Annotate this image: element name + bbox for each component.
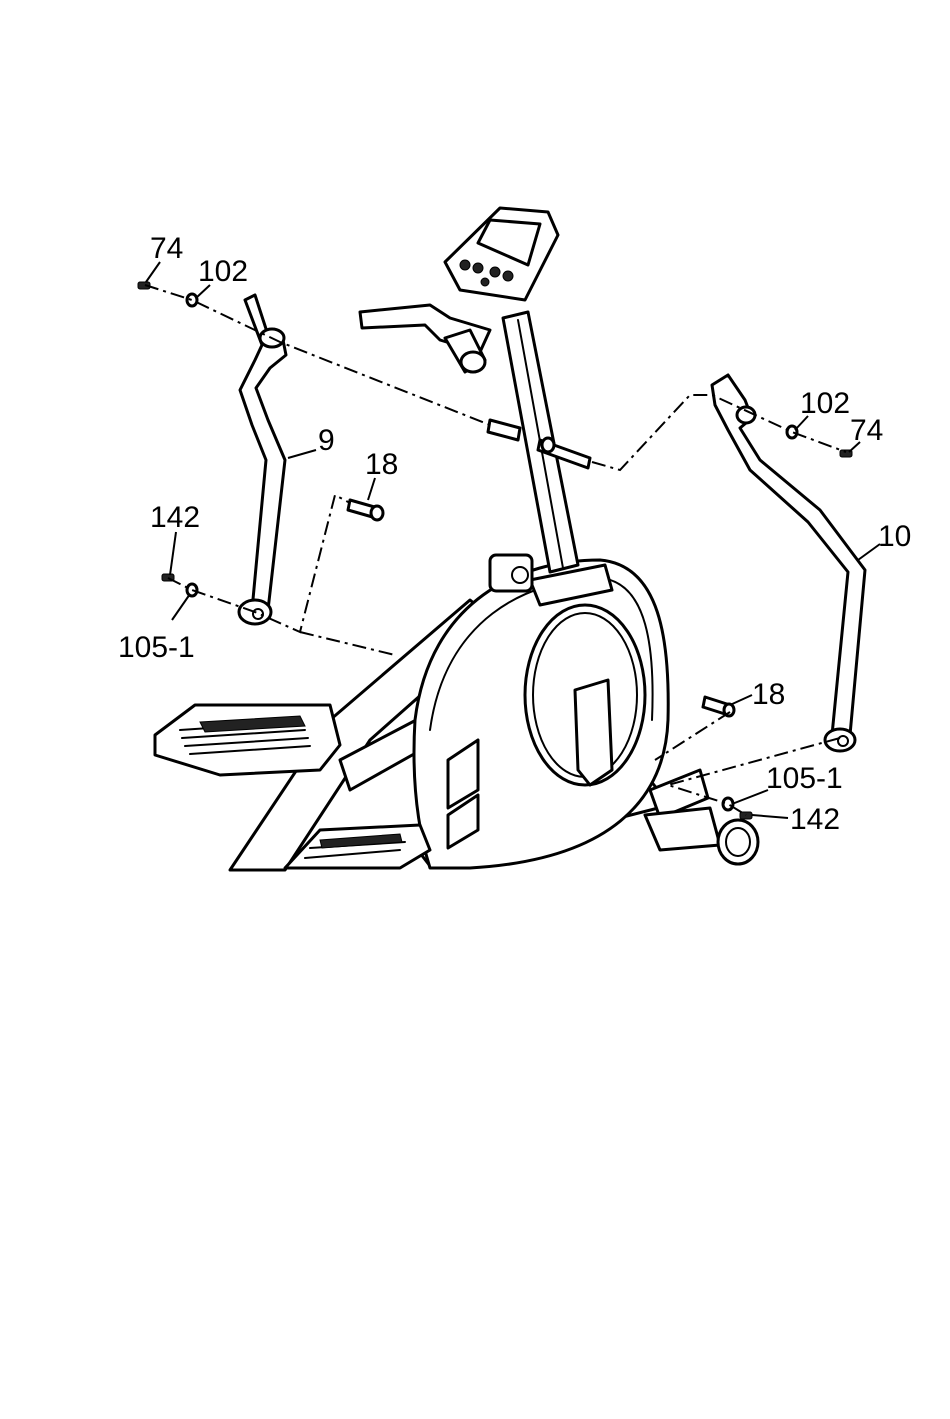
fixed-handlebar xyxy=(360,305,490,372)
right-washer-102 xyxy=(787,426,797,438)
left-washer-102 xyxy=(187,294,197,306)
right-washer-105-1 xyxy=(723,798,733,810)
callout-left-lower-washer: 105-1 xyxy=(118,631,195,664)
left-axle-part xyxy=(348,500,383,520)
callout-right-bolt: 74 xyxy=(850,414,883,447)
callout-right-axle: 18 xyxy=(752,678,785,711)
callout-right-lower-bolt: 142 xyxy=(790,803,840,836)
callout-left-axle: 18 xyxy=(365,448,398,481)
callout-left-arm: 9 xyxy=(318,424,335,457)
callout-left-bolt: 74 xyxy=(150,232,183,265)
right-bolt-142 xyxy=(740,812,752,819)
console xyxy=(445,208,558,300)
left-pedal xyxy=(155,705,340,775)
callout-right-lower-washer: 105-1 xyxy=(766,762,843,795)
callout-right-arm: 10 xyxy=(878,520,911,553)
left-washer-105-1 xyxy=(187,584,197,596)
left-arm xyxy=(239,295,286,624)
callout-left-washer: 102 xyxy=(198,255,248,288)
callout-left-lower-bolt: 142 xyxy=(150,501,200,534)
callout-right-washer: 102 xyxy=(800,387,850,420)
